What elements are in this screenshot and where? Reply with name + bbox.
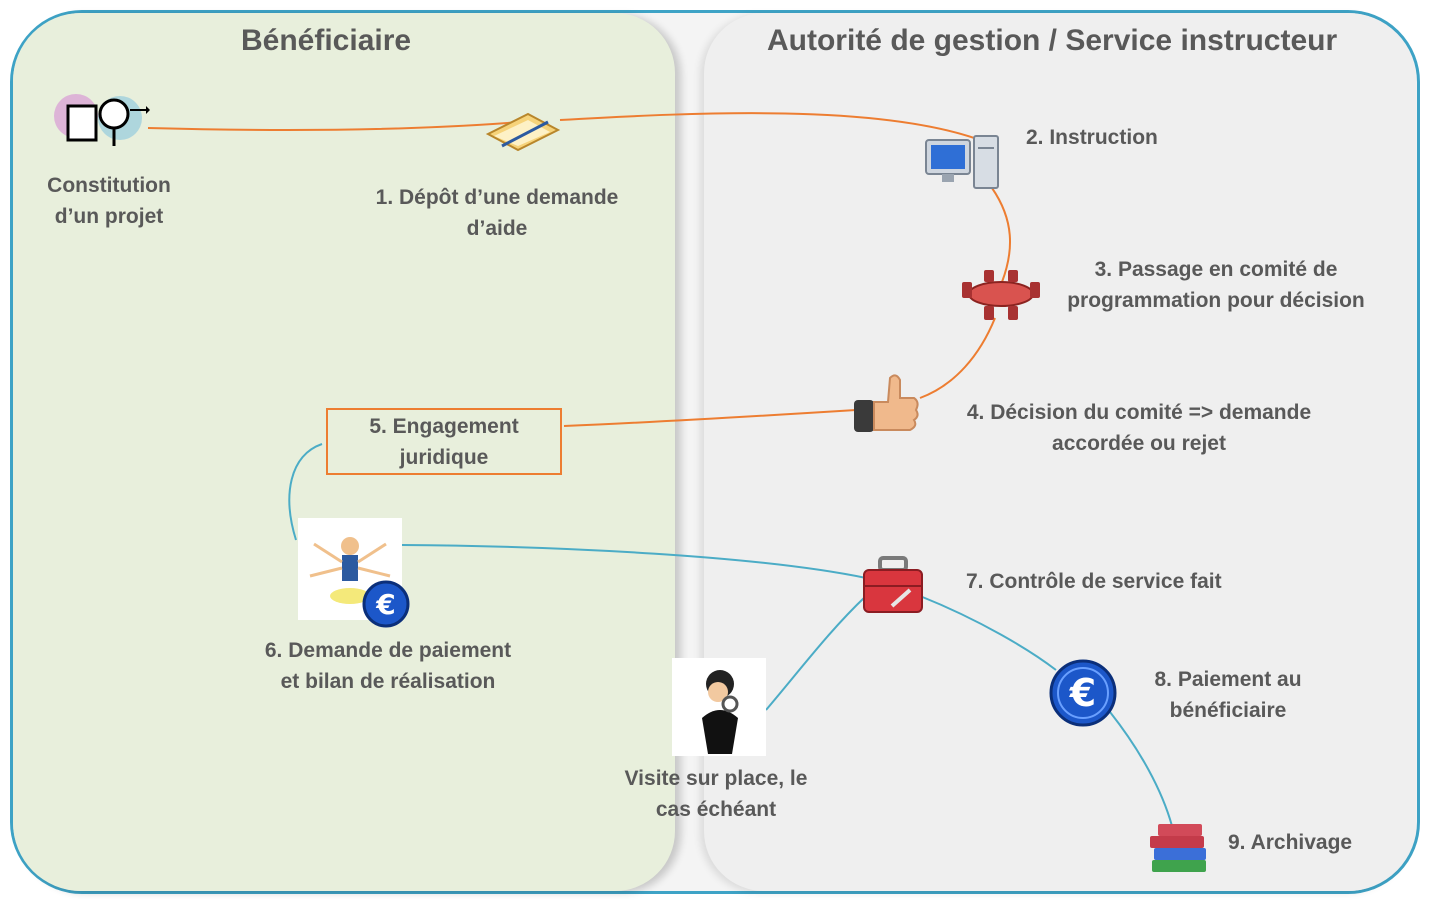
link-s6-s7 <box>401 544 867 579</box>
svg-text:€: € <box>1069 671 1096 715</box>
thumbs-up-icon <box>854 374 919 432</box>
label-start-line-1: Constitution <box>47 174 171 197</box>
label-step-6-line-2: et bilan de réalisation <box>280 670 496 693</box>
label-step-9: 9. Archivage <box>1228 827 1352 858</box>
lane-title-beneficiaire: Bénéficiaire <box>241 24 412 57</box>
lane-beneficiaire <box>13 13 675 891</box>
label-step-1: 1. Dépôt d’une demande d’aide <box>352 182 642 244</box>
toolbox-icon <box>863 556 923 613</box>
link-s8-s9 <box>1109 711 1173 827</box>
link-s3-s4 <box>919 317 996 399</box>
label-step-5-line-2: juridique <box>399 446 489 469</box>
engagement-box <box>326 408 562 475</box>
label-step-1-line-2: d’aide <box>466 217 528 240</box>
lane-title-autorite: Autorité de gestion / Service instructeu… <box>767 24 1338 57</box>
link-s2-s3 <box>991 187 1011 283</box>
label-step-5-line-1: 5. Engagement <box>369 415 519 438</box>
link-start-s1 <box>147 121 521 131</box>
computer-icon <box>925 135 999 189</box>
svg-text:€: € <box>375 588 395 621</box>
label-step-4-line-1: 4. Décision du comité => demande <box>966 401 1312 424</box>
link-s1-s2 <box>559 112 981 141</box>
meeting-table-icon <box>962 270 1040 320</box>
label-step-4: 4. Décision du comité => demande accordé… <box>944 397 1334 459</box>
label-step-3-line-2: programmation pour décision <box>1067 289 1365 312</box>
link-s4-s5 <box>563 409 857 427</box>
label-step-4-line-2: accordée ou rejet <box>1052 432 1226 455</box>
books-icon <box>1150 824 1206 872</box>
label-start-line-2: d’un projet <box>54 205 164 228</box>
link-s5-s6 <box>288 443 323 541</box>
label-step-6-line-1: 6. Demande de paiement <box>264 639 512 662</box>
label-step-3: 3. Passage en comité de programmation po… <box>1050 254 1382 316</box>
multitask-person-euro-icon: € <box>298 518 410 628</box>
label-step-7-line-1: 7. Contrôle de service fait <box>966 570 1222 593</box>
label-step-8-line-1: 8. Paiement au <box>1154 668 1302 691</box>
label-step-6: 6. Demande de paiement et bilan de réali… <box>238 635 538 697</box>
label-step-7: 7. Contrôle de service fait <box>966 566 1222 597</box>
label-step-2-line-1: 2. Instruction <box>1026 126 1158 149</box>
euro-coin-icon: € <box>1049 659 1117 727</box>
label-step-9-line-1: 9. Archivage <box>1228 831 1353 854</box>
label-visit: Visite sur place, le cas échéant <box>606 763 826 825</box>
label-start: Constitution d’un projet <box>34 170 184 232</box>
label-step-8: 8. Paiement au bénéficiaire <box>1128 664 1328 726</box>
label-visit-line-2: cas échéant <box>655 798 777 821</box>
label-step-3-line-1: 3. Passage en comité de <box>1094 258 1338 281</box>
link-visit-s7 <box>765 595 867 711</box>
label-step-8-line-2: bénéficiaire <box>1169 699 1287 722</box>
label-step-2: 2. Instruction <box>1026 122 1158 153</box>
lane-autorite <box>704 13 1416 891</box>
document-pen-icon <box>485 112 561 152</box>
project-magnifier-icon <box>54 94 150 146</box>
label-step-5: 5. Engagement juridique <box>326 411 562 473</box>
label-step-1-line-1: 1. Dépôt d’une demande <box>375 186 619 209</box>
inspector-icon <box>672 658 766 756</box>
label-visit-line-1: Visite sur place, le <box>624 767 808 790</box>
link-s7-s8 <box>919 595 1057 671</box>
